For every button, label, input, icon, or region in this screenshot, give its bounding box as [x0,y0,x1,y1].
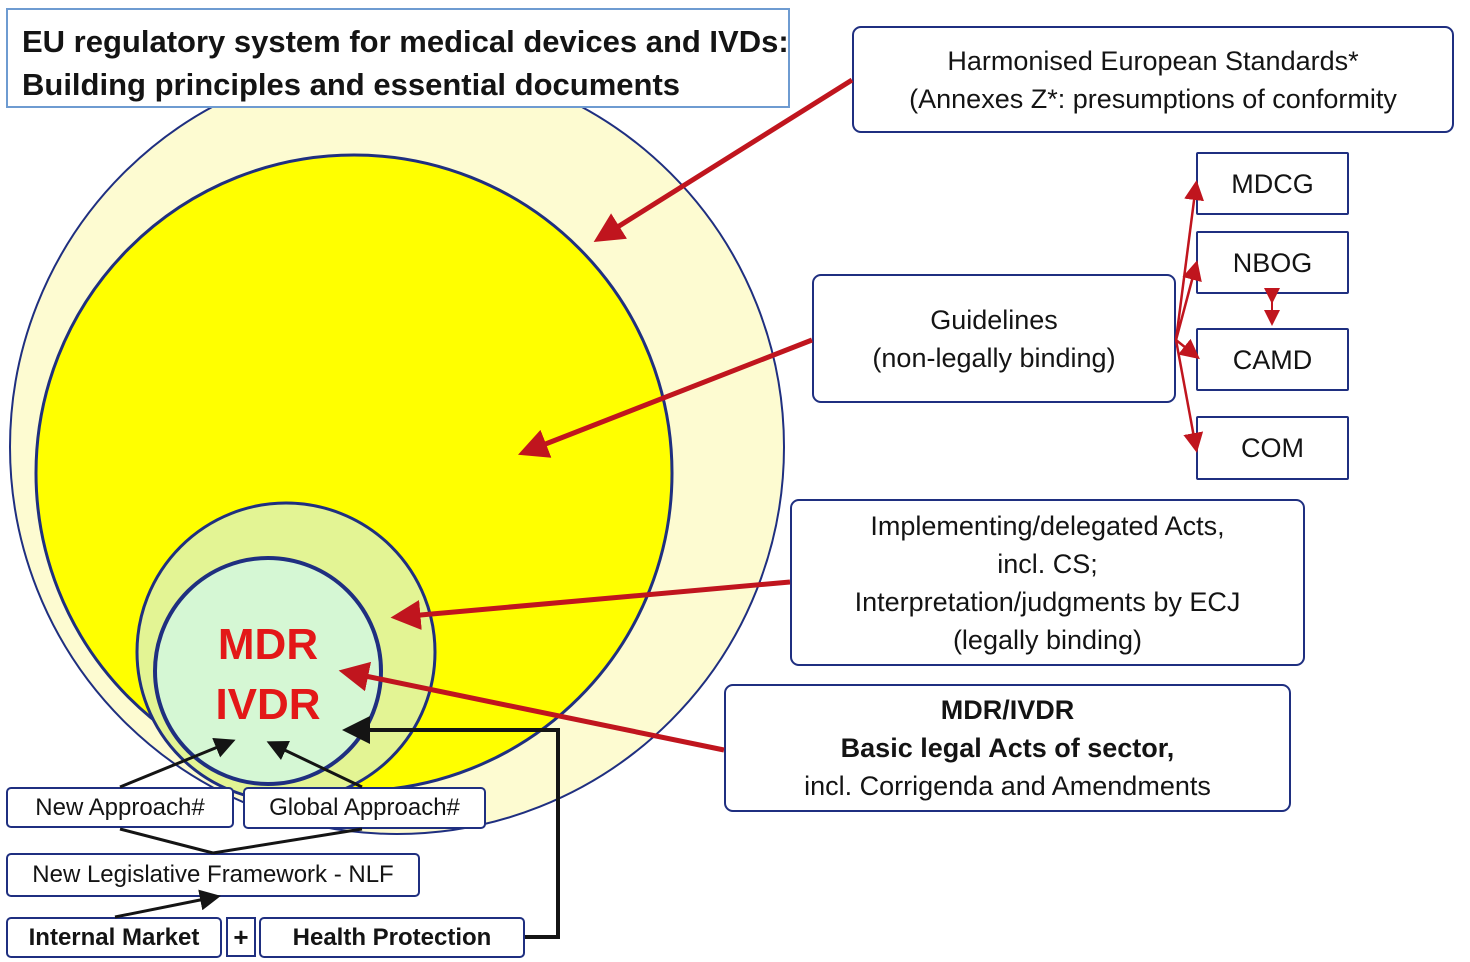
nlf-box: New Legislative Framework - NLF [6,853,420,897]
guidelines-line-2: (non-legally binding) [872,342,1116,373]
guidelines-line-1: Guidelines [930,304,1058,335]
title-line-2: Building principles and essential docume… [22,67,681,102]
acts-line-2: incl. CS; [997,548,1098,579]
basic-line-2: Basic legal Acts of sector, [840,733,1175,763]
standards-box: Harmonised European Standards* (Annexes … [852,26,1454,133]
body-label-com: COM [1241,433,1304,463]
global-approach-box: Global Approach# [243,787,486,829]
body-box-nbog: NBOG [1196,231,1349,294]
acts-line-3: Interpretation/judgments by ECJ [854,586,1241,617]
basic-acts-box: MDR/IVDR Basic legal Acts of sector, inc… [724,684,1291,812]
acts-box: Implementing/delegated Acts, incl. CS; I… [790,499,1305,666]
body-label-nbog: NBOG [1232,247,1313,278]
global-approach-label: Global Approach# [269,794,460,821]
standards-line-1: Harmonised European Standards* [947,45,1359,76]
basic-line-3: incl. Corrigenda and Amendments [804,771,1211,801]
health-protection-label: Health Protection [292,923,492,951]
body-box-com: COM [1196,416,1349,480]
body-label-camd: CAMD [1232,344,1313,375]
nlf-label: New Legislative Framework - NLF [32,861,394,888]
health-protection-box: Health Protection [259,917,525,958]
acts-line-4: (legally binding) [952,624,1143,655]
standards-line-2: (Annexes Z*: presumptions of conformity [909,83,1397,114]
body-box-camd: CAMD [1196,328,1349,391]
plus-sign: + [226,917,256,957]
center-label-ivdr: IVDR [215,680,321,729]
basic-line-1: MDR/IVDR [940,695,1075,725]
new-approach-box: New Approach# [6,787,234,828]
diagram-title: EU regulatory system for medical devices… [6,8,790,108]
internal-market-label: Internal Market [28,923,200,951]
acts-line-1: Implementing/delegated Acts, [870,510,1225,541]
new-approach-label: New Approach# [35,793,205,821]
title-line-1: EU regulatory system for medical devices… [22,24,789,59]
body-box-mdcg: MDCG [1196,152,1349,215]
internal-market-box: Internal Market [6,917,222,958]
body-label-mdcg: MDCG [1231,168,1314,199]
center-label-mdr: MDR [217,620,319,669]
guidelines-box: Guidelines (non-legally binding) [812,274,1176,403]
